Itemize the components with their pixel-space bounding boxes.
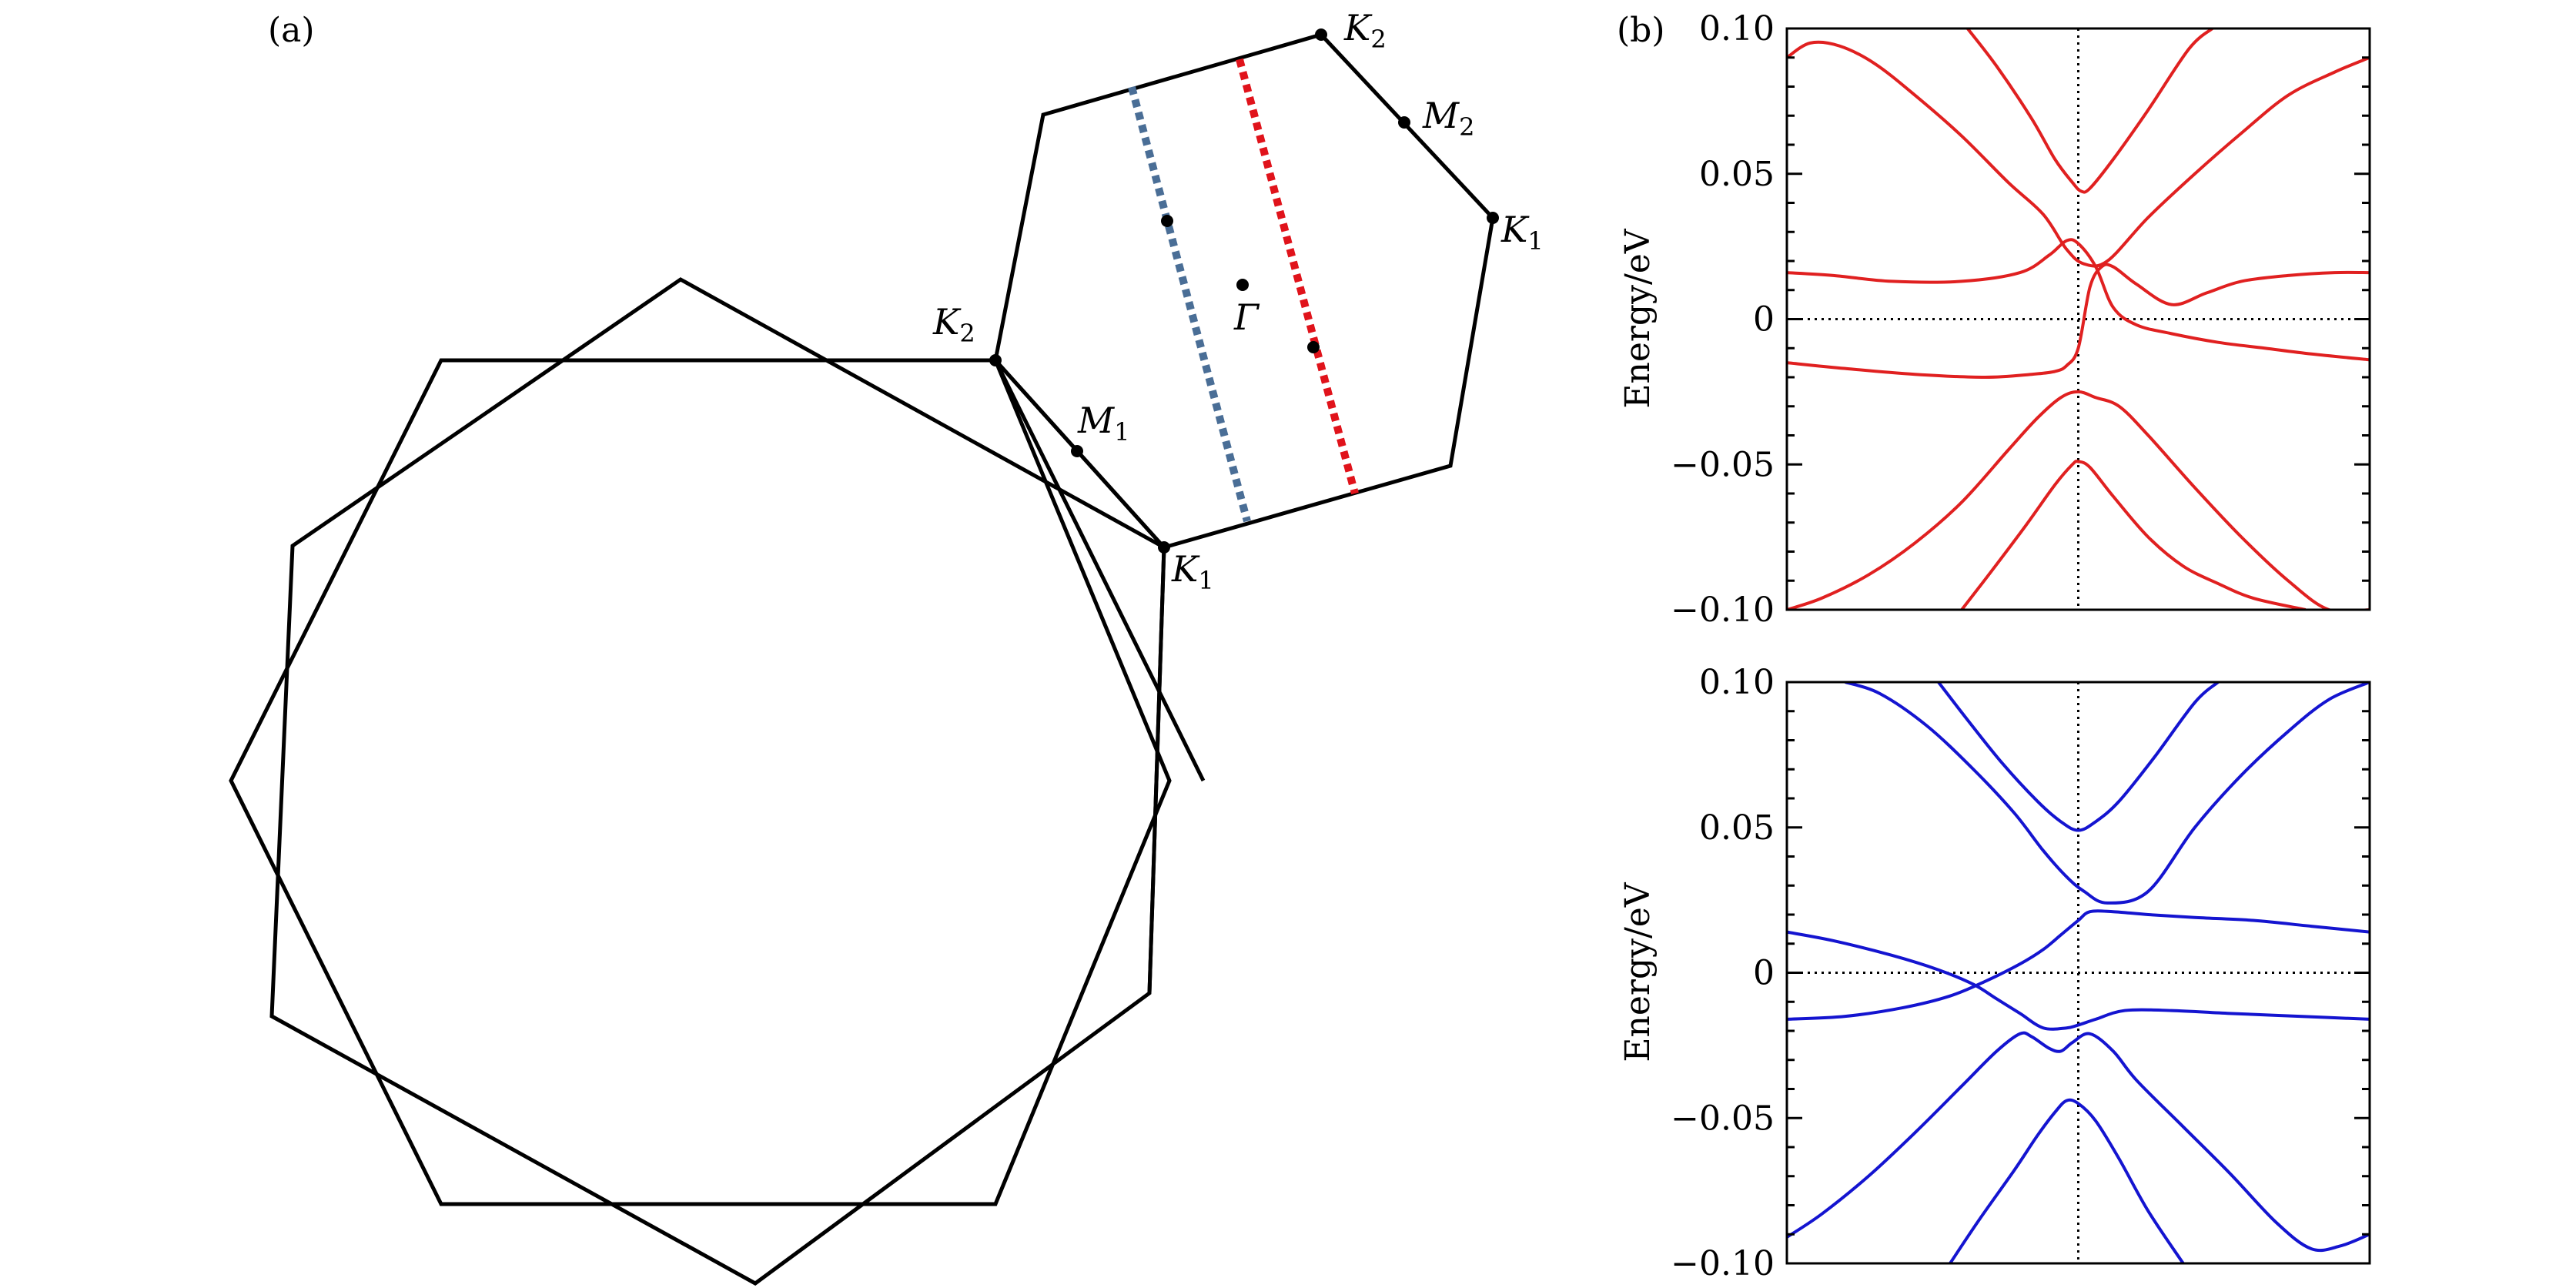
bottom-ytick-label: 0.05 bbox=[1699, 808, 1775, 848]
bottom-band-1 bbox=[1845, 682, 2370, 905]
top-band-6 bbox=[1960, 460, 2307, 610]
label-k1-bottom: K1 bbox=[1171, 548, 1214, 595]
red-cut-line bbox=[1236, 58, 1359, 495]
point-k2-top bbox=[1315, 28, 1327, 41]
label-m2: M2 bbox=[1422, 95, 1474, 142]
k2-edge-line bbox=[993, 359, 1206, 782]
top-ytick-label: 0 bbox=[1753, 300, 1775, 340]
point-gamma bbox=[1236, 279, 1249, 291]
top-band-1 bbox=[1787, 40, 2370, 268]
bottom-band-2 bbox=[1937, 682, 2220, 832]
bottom-band-6 bbox=[1949, 1098, 2185, 1263]
bottom-ytick-label: 0.10 bbox=[1699, 663, 1775, 702]
top-ylabel: Energy/eV bbox=[1618, 228, 1658, 408]
panel-a-label: (a) bbox=[268, 11, 315, 50]
label-m1: M1 bbox=[1077, 400, 1129, 447]
point-k1-bottom bbox=[1158, 541, 1170, 554]
bottom-band-5 bbox=[1787, 1031, 2370, 1253]
top-band-3 bbox=[1787, 238, 2370, 362]
top-band-4 bbox=[1787, 263, 2370, 380]
bottom-ytick-label: −0.05 bbox=[1671, 1099, 1775, 1138]
label-k2-top: K2 bbox=[1343, 7, 1387, 54]
top-ytick-label: −0.05 bbox=[1671, 445, 1775, 484]
bottom-ytick-label: −0.10 bbox=[1671, 1244, 1775, 1283]
bottom-ylabel: Energy/eV bbox=[1618, 882, 1658, 1062]
point-k1-right bbox=[1487, 212, 1499, 224]
panel-b-label: (b) bbox=[1617, 11, 1665, 50]
top-ytick-label: −0.10 bbox=[1671, 590, 1775, 630]
panel-a: (a) K2 M2 K1 Γ K2 M1 K1 bbox=[229, 7, 1544, 1286]
label-k1-right: K1 bbox=[1500, 209, 1544, 256]
bottom-band-3 bbox=[1787, 930, 2370, 1031]
point-blue-cut-marker bbox=[1161, 215, 1173, 227]
top-ytick-label: 0.10 bbox=[1699, 9, 1775, 49]
hexagon-lattice-1 bbox=[229, 358, 1172, 1206]
label-k2-left: K2 bbox=[932, 301, 975, 348]
k1-edge-line bbox=[1147, 547, 1166, 994]
point-m1 bbox=[1071, 445, 1083, 457]
point-k2-left bbox=[989, 354, 1002, 366]
bottom-band-4 bbox=[1787, 909, 2370, 1021]
label-gamma: Γ bbox=[1233, 296, 1260, 338]
top-ytick-label: 0.05 bbox=[1699, 155, 1775, 194]
bottom-ytick-label: 0 bbox=[1753, 954, 1775, 993]
point-red-cut-marker bbox=[1307, 341, 1320, 353]
top-band-2 bbox=[1966, 28, 2213, 194]
point-m2 bbox=[1398, 116, 1410, 129]
moire-brillouin-zone bbox=[993, 32, 1495, 550]
top-band-5 bbox=[1787, 390, 2370, 610]
blue-cut-line bbox=[1128, 85, 1251, 523]
